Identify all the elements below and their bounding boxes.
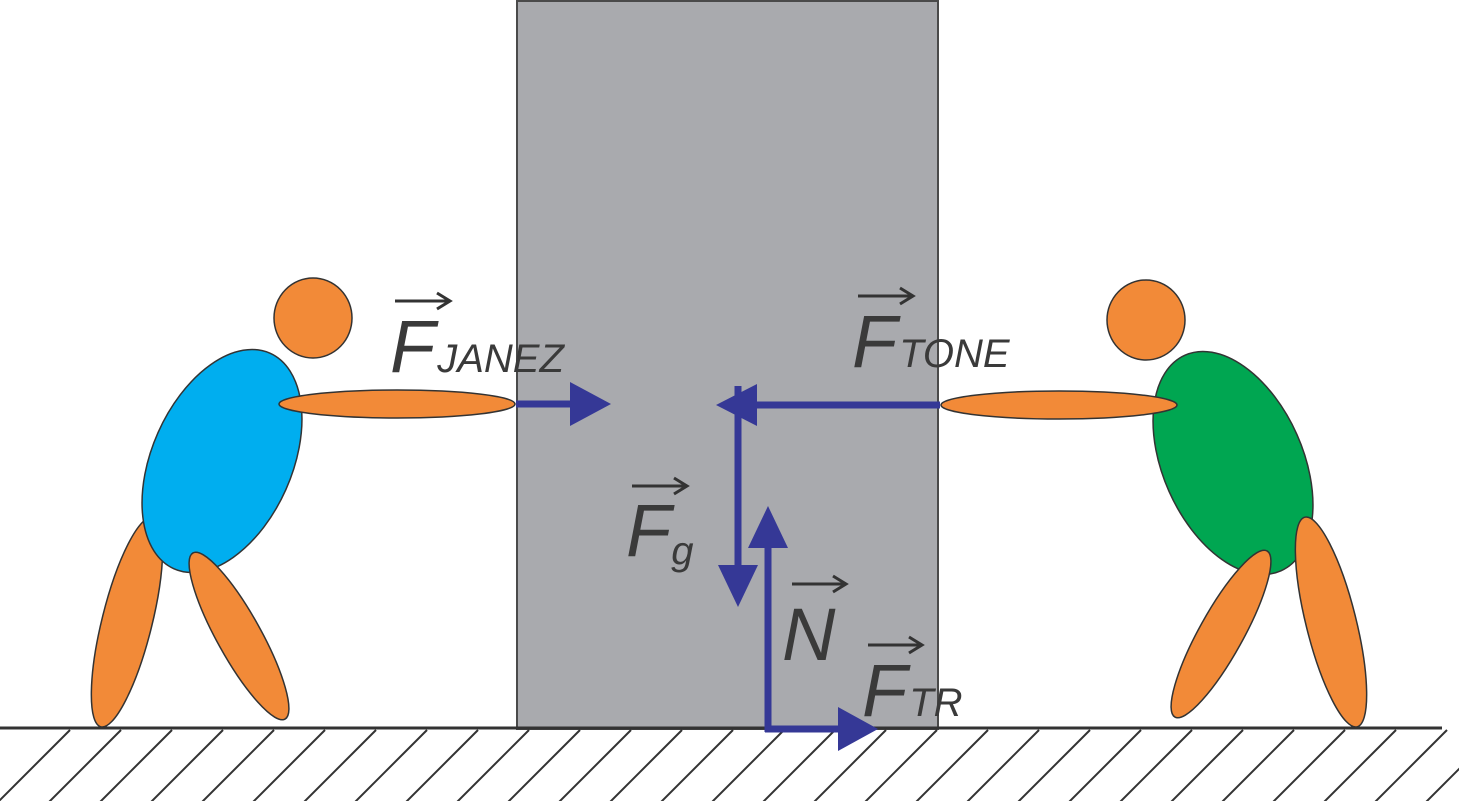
label-f-janez-sub: JANEZ (436, 337, 565, 381)
ground (0, 726, 1459, 801)
label-f-g-main: F (626, 489, 675, 572)
arrow-n (748, 506, 788, 732)
ground-hatch-line (1170, 729, 1244, 801)
ground-hatch-line (1374, 729, 1448, 801)
ground-hatch-line (915, 729, 989, 801)
ground-hatch-line (150, 729, 224, 801)
left-person-torso (141, 348, 303, 574)
ground-hatch-line (864, 729, 938, 801)
left-person-head (273, 277, 353, 359)
ground-hatch-line (303, 729, 377, 801)
right-person-leg-back (1170, 549, 1272, 719)
label-f-tr-main: F (862, 649, 911, 732)
ground-hatch-line (1425, 767, 1459, 801)
svg-text:Fg: Fg (626, 489, 693, 573)
ground-hatch-line (48, 729, 122, 801)
ground-hatch-line (762, 729, 836, 801)
ground-hatch-line (99, 729, 173, 801)
left-person-leg-front (188, 551, 290, 721)
ground-hatch-line (558, 729, 632, 801)
ground-hatch-line (1068, 729, 1142, 801)
box (516, 0, 939, 730)
right-person-leg-front (1294, 516, 1368, 728)
label-n: N (782, 574, 849, 676)
ground-hatch-line (1017, 729, 1091, 801)
right-person (940, 279, 1368, 728)
ground-hatch-line (507, 729, 581, 801)
ground-hatch-line (966, 729, 1040, 801)
ground-hatch-line (813, 729, 887, 801)
label-n-main: N (782, 593, 836, 676)
label-f-janez-main: F (390, 305, 439, 388)
label-f-g-sub: g (671, 529, 693, 573)
ground-hatch-line (1119, 729, 1193, 801)
ground-hatch-line (1323, 729, 1397, 801)
ground-hatch-line (711, 729, 785, 801)
ground-hatch-line (660, 729, 734, 801)
right-person-torso (1152, 350, 1314, 576)
force-arrows (516, 382, 940, 751)
label-f-tr-sub: TR (909, 681, 962, 725)
label-f-g: Fg (626, 476, 693, 573)
arrow-f-g (718, 386, 758, 607)
ground-hatch-line (354, 729, 428, 801)
label-f-tone-main: F (852, 300, 901, 383)
svg-text:N: N (782, 593, 836, 676)
ground-hatch-line (0, 729, 71, 801)
ground-hatch-line (201, 729, 275, 801)
right-person-head (1106, 279, 1186, 361)
left-person (90, 277, 516, 728)
ground-hatch-line (1221, 729, 1295, 801)
ground-hatch-line (405, 729, 479, 801)
ground-hatch-line (609, 729, 683, 801)
label-f-tr: FTR (862, 635, 963, 732)
svg-text:FTR: FTR (862, 649, 963, 732)
arrow-f-janez (516, 382, 611, 426)
label-f-tone: FTONE (852, 286, 1011, 383)
svg-text:FJANEZ: FJANEZ (390, 305, 565, 388)
right-person-arm (940, 390, 1178, 420)
ground-hatch-line (252, 729, 326, 801)
label-f-janez: FJANEZ (390, 291, 565, 388)
svg-text:FTONE: FTONE (852, 300, 1011, 383)
ground-hatch-line (1272, 729, 1346, 801)
label-f-tone-sub: TONE (899, 332, 1011, 376)
arrow-f-tr (765, 707, 878, 751)
left-person-arm (278, 389, 516, 419)
ground-hatch-line (456, 729, 530, 801)
